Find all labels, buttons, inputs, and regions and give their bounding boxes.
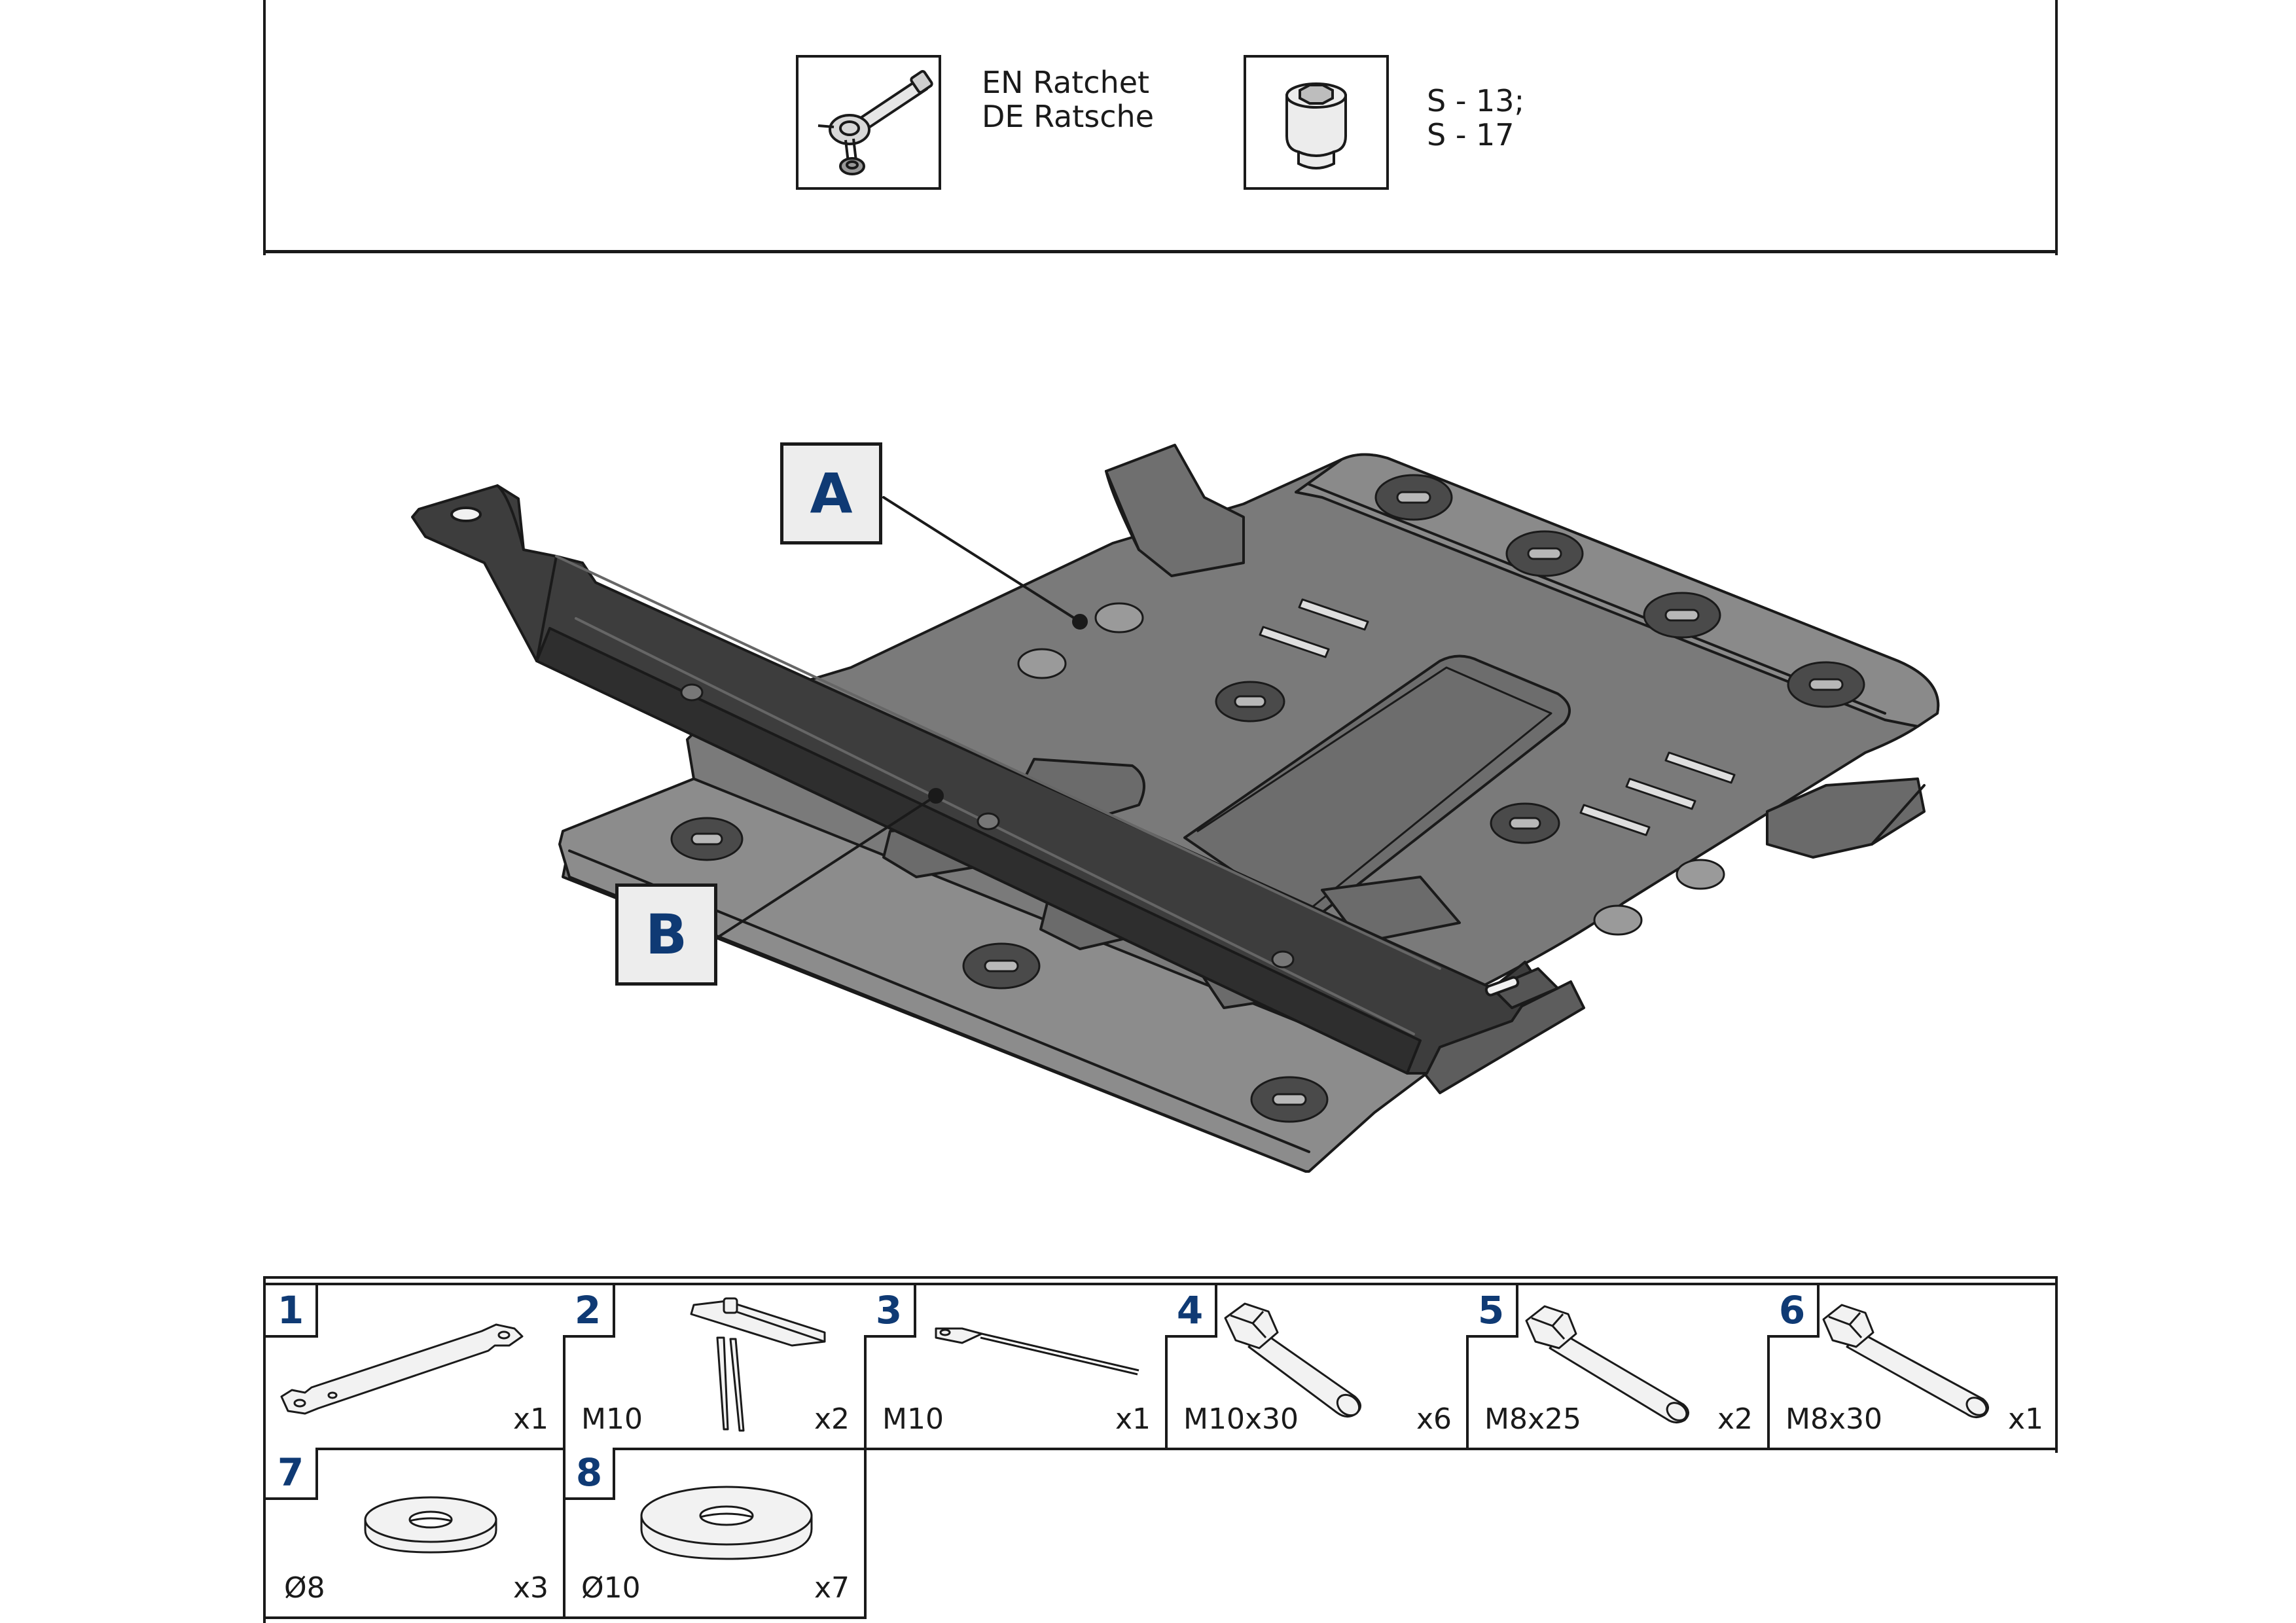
part-qty-3: x1 [1115, 1402, 1151, 1436]
socket-size-13: S - 13; [1427, 83, 1525, 118]
part-number-7: 7 [266, 1448, 318, 1500]
socket-size-17: S - 17 [1427, 117, 1515, 152]
part-spec-7: Ø8 [284, 1571, 325, 1605]
part-cell-4: 4 M10x30 x6 [1165, 1283, 1469, 1450]
part-number-3: 3 [864, 1285, 916, 1338]
part-cell-1: 1 x1 [263, 1283, 565, 1450]
tools-frame-left-line [263, 0, 266, 255]
part-number-4: 4 [1165, 1285, 1217, 1338]
part-qty-6: x1 [2007, 1402, 2043, 1436]
part-qty-8: x7 [814, 1571, 850, 1605]
ratchet-icon [817, 70, 933, 175]
plate-raised-panel [1183, 654, 1571, 924]
part-cell-8: 8 Ø10 x7 [563, 1448, 867, 1619]
part-cell-2: 2 M10 x2 [563, 1283, 867, 1450]
part-spec-3: M10 [882, 1402, 944, 1436]
socket-icon [1285, 82, 1347, 169]
tools-frame-right-line [2055, 0, 2058, 255]
part-cell-3: 3 M10 x1 [864, 1283, 1168, 1450]
part-qty-1: x1 [512, 1402, 548, 1436]
part-cell-6: 6 M8x30 x1 [1767, 1283, 2058, 1450]
part-number-2: 2 [563, 1285, 615, 1338]
part-number-8: 8 [563, 1448, 615, 1500]
callout-b: B [615, 883, 717, 986]
bolt-icon [1525, 1305, 1689, 1423]
bolt-icon [1822, 1304, 1989, 1418]
bracket-icon [280, 1323, 524, 1415]
part-cell-7: 7 Ø8 x3 [263, 1448, 565, 1619]
washer-icon [364, 1496, 497, 1554]
part-cell-5: 5 M8x25 x2 [1466, 1283, 1770, 1450]
part-number-1: 1 [266, 1285, 318, 1338]
part-spec-2: M10 [581, 1402, 643, 1436]
ratchet-label: EN Ratchet DE Ratsche [982, 65, 1154, 134]
plate-right-flange [1295, 453, 1940, 728]
part-qty-4: x6 [1416, 1402, 1452, 1436]
part-spec-4: M10x30 [1183, 1402, 1299, 1436]
parts-table-right-stub [2055, 1276, 2058, 1453]
part-qty-2: x2 [814, 1402, 850, 1436]
part-number-6: 6 [1767, 1285, 1820, 1338]
part-qty-5: x2 [1717, 1402, 1753, 1436]
socket-label: S - 13; S - 17 [1427, 84, 1524, 152]
wire-nut-icon [935, 1327, 1139, 1376]
callout-a: A [780, 442, 882, 544]
clip-nut-icon [690, 1297, 826, 1432]
part-spec-6: M8x30 [1785, 1402, 1882, 1436]
socket-tool-box [1244, 55, 1389, 190]
tools-frame-bottom-line [263, 250, 2058, 253]
part-spec-5: M8x25 [1484, 1402, 1581, 1436]
parts-table-top-line [263, 1276, 2058, 1279]
plate-tab-top [1105, 444, 1245, 577]
washer-icon [640, 1486, 813, 1560]
part-qty-7: x3 [512, 1571, 548, 1605]
ratchet-tool-box [796, 55, 941, 190]
plate-tab-right [1766, 777, 1926, 859]
ratchet-label-de: DE Ratsche [982, 99, 1154, 134]
part-number-5: 5 [1466, 1285, 1518, 1338]
part-spec-8: Ø10 [581, 1571, 641, 1605]
bolt-icon [1224, 1302, 1361, 1418]
ratchet-label-en: EN Ratchet [982, 65, 1150, 100]
